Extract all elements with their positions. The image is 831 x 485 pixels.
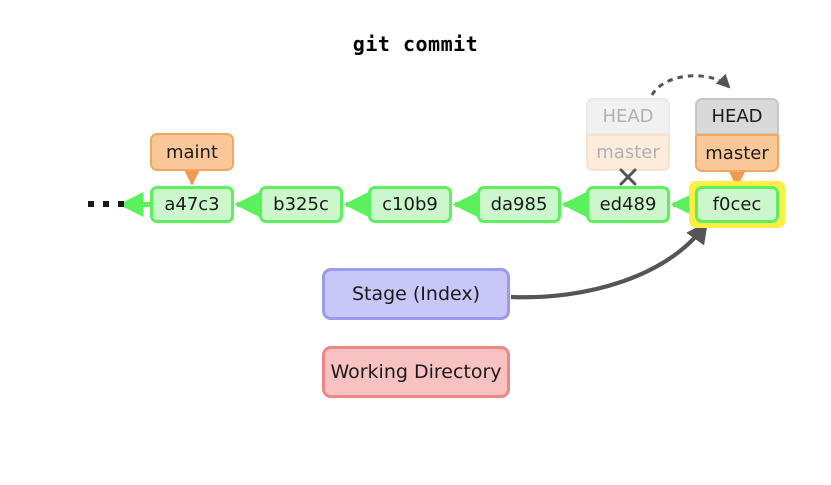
page-title: git commit — [352, 32, 479, 56]
head-name: HEAD — [602, 106, 654, 127]
stage-index-label: Stage (Index) — [351, 283, 481, 305]
commit-id: a47c3 — [164, 194, 220, 215]
head-name: HEAD — [711, 106, 763, 127]
branch-label-master-old: master — [586, 134, 670, 171]
commit-node-c10b9[interactable]: c10b9 — [368, 186, 452, 223]
branch-name: maint — [165, 141, 219, 163]
working-directory-label: Working Directory — [330, 361, 502, 383]
head-label-old: HEAD — [586, 98, 670, 135]
commit-id: da985 — [490, 194, 548, 215]
commit-node-da985[interactable]: da985 — [477, 186, 561, 223]
commit-node-a47c3[interactable]: a47c3 — [150, 186, 234, 223]
commit-id: b325c — [273, 194, 329, 215]
ellipsis-dot — [103, 201, 109, 207]
branch-name: master — [705, 142, 769, 164]
commit-id: ed489 — [599, 194, 657, 215]
head-move-dashed-arrow — [650, 73, 731, 96]
ellipsis-dot — [88, 201, 94, 207]
branch-name: master — [596, 142, 660, 163]
branch-label-maint[interactable]: maint — [150, 133, 234, 171]
commit-id: c10b9 — [382, 194, 438, 215]
working-directory-box[interactable]: Working Directory — [322, 346, 510, 398]
history-ellipsis — [88, 201, 124, 207]
stage-to-commit-arrow — [510, 221, 708, 300]
commit-id: f0cec — [712, 194, 762, 215]
commit-node-f0cec[interactable]: f0cec — [695, 186, 779, 223]
head-label-new[interactable]: HEAD — [695, 98, 779, 135]
ref-removed-x-icon — [619, 168, 637, 186]
branch-label-master-new[interactable]: master — [695, 134, 779, 172]
stage-index-box[interactable]: Stage (Index) — [322, 268, 510, 320]
ellipsis-dot — [118, 201, 124, 207]
commit-node-b325c[interactable]: b325c — [259, 186, 343, 223]
commit-node-ed489[interactable]: ed489 — [586, 186, 670, 223]
